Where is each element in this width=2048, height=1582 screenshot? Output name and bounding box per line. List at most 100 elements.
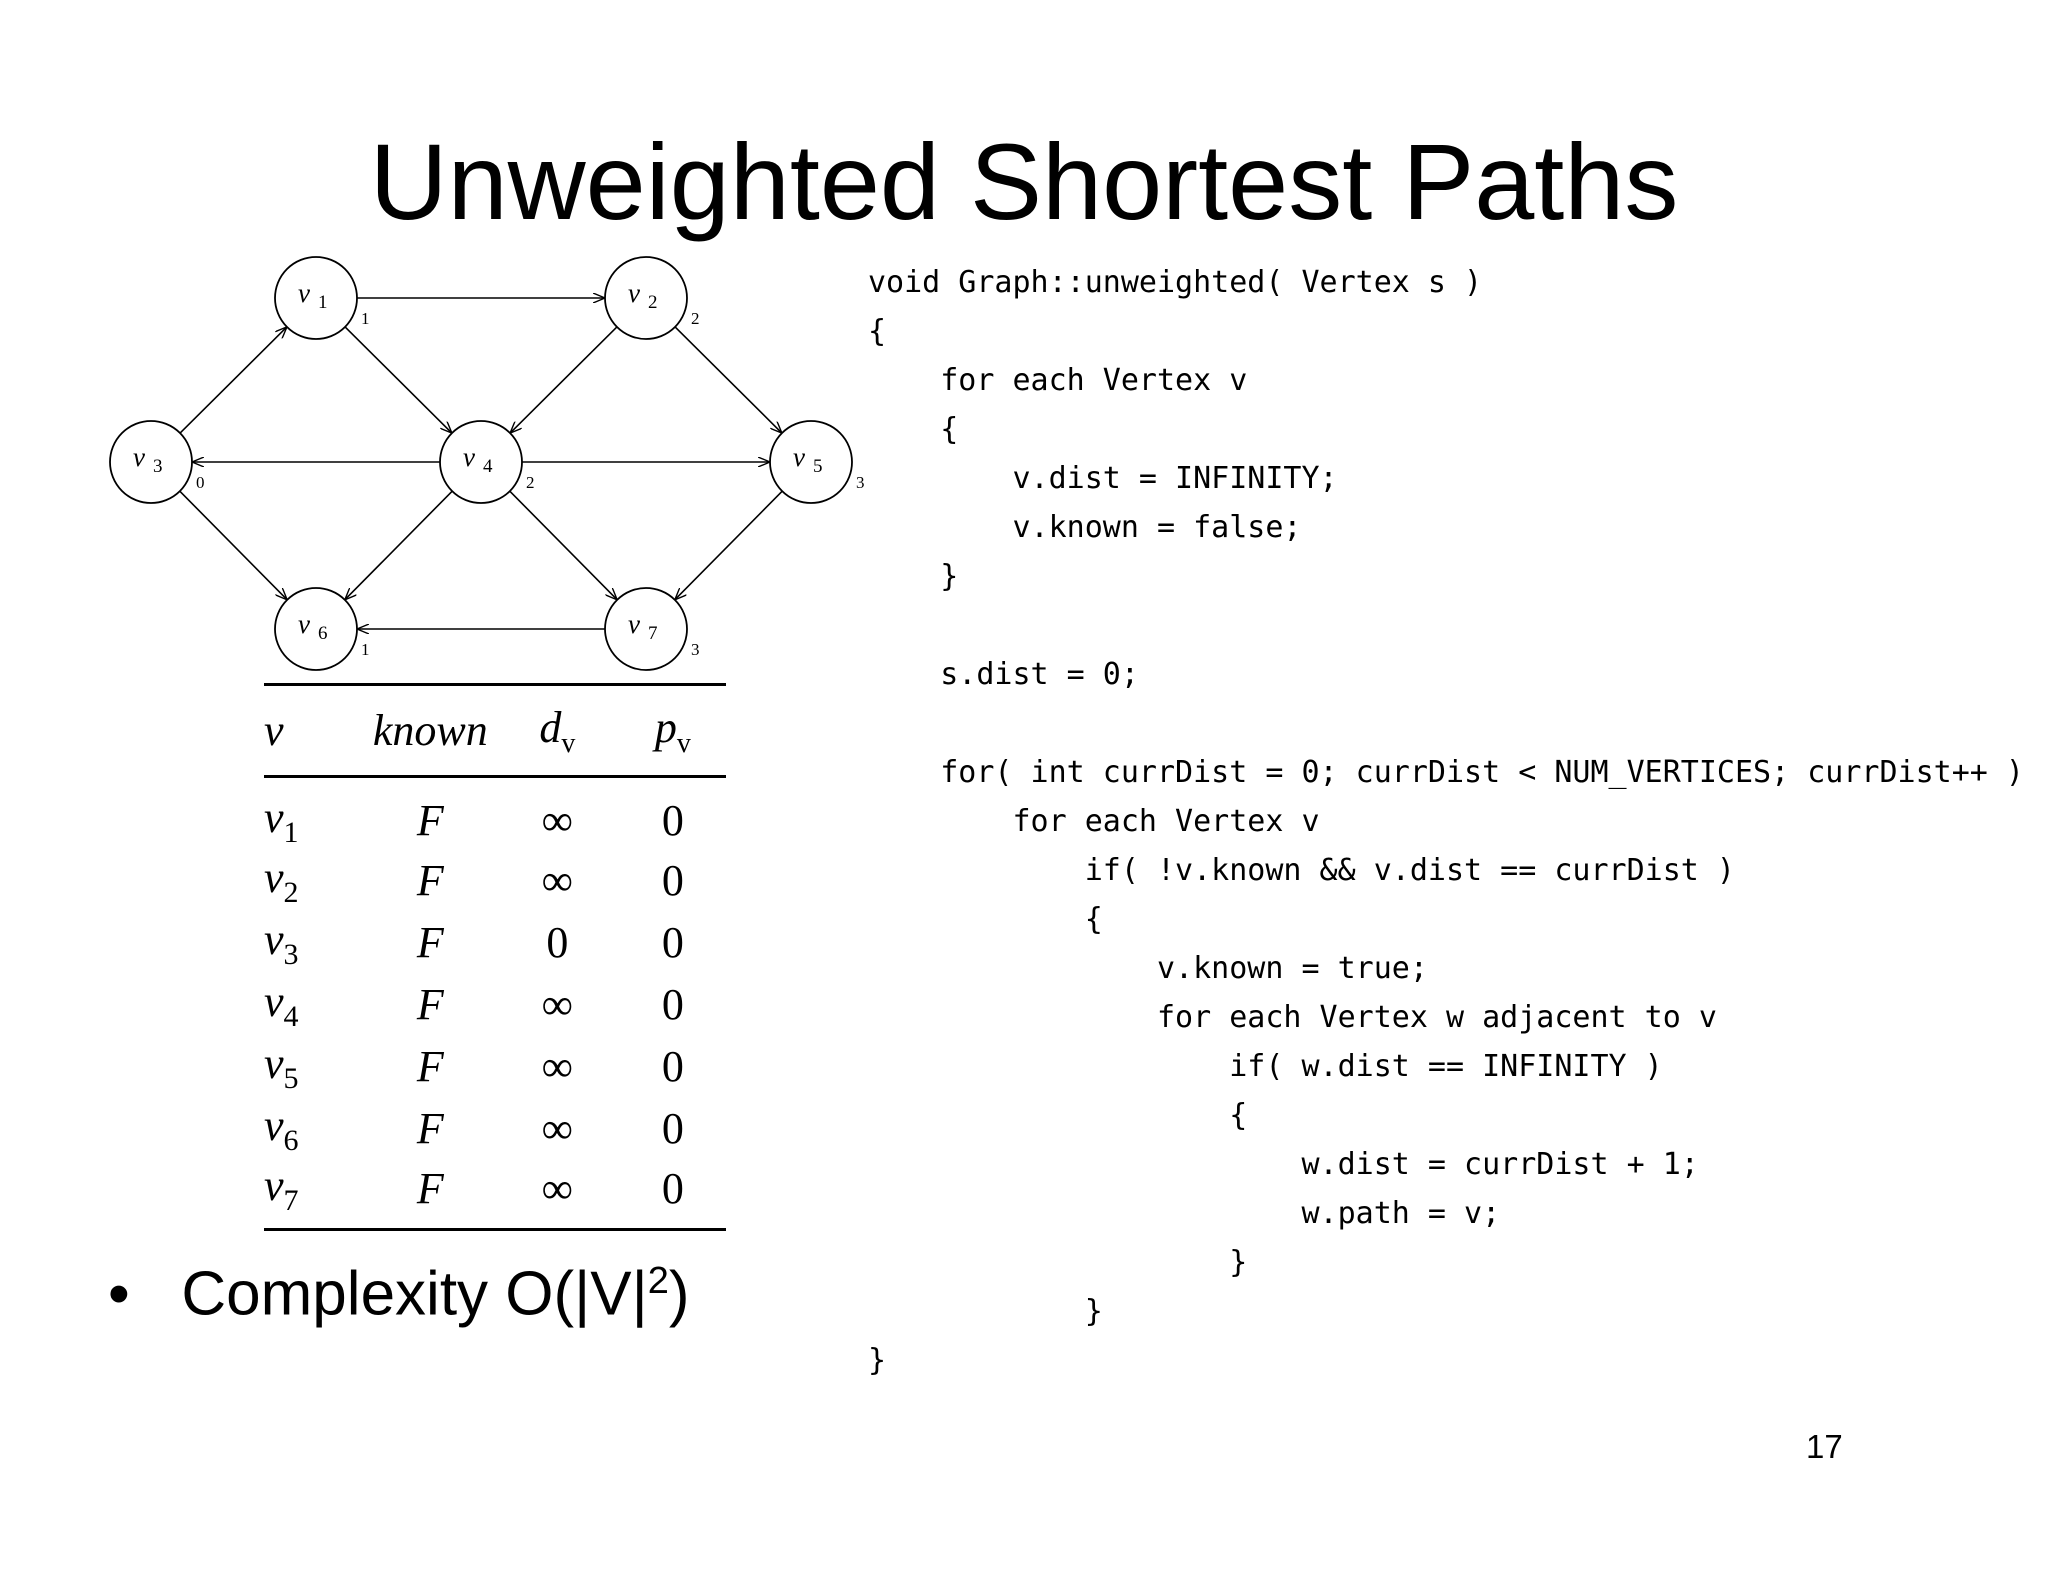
code-line: { <box>868 314 887 349</box>
complexity-text: Complexity O(|V| <box>181 1259 648 1329</box>
edge-v4-v7 <box>509 490 617 599</box>
table-row: v7 F ∞ 0 <box>264 1160 726 1229</box>
edge-v3-v6 <box>179 490 287 599</box>
code-line: } <box>868 559 959 594</box>
vertex-label: v <box>133 442 145 472</box>
cell-dv: ∞ <box>541 856 574 906</box>
vertex-distance: 3 <box>856 473 865 492</box>
table-row: v5 F ∞ 0 <box>264 1036 726 1098</box>
header-v: v <box>264 706 284 755</box>
header-pv-sub: v <box>676 727 691 759</box>
cell-dv: ∞ <box>541 980 574 1030</box>
slide-title: Unweighted Shortest Paths <box>369 121 1679 242</box>
vertex-label: v <box>298 278 310 308</box>
header-dv-label: d <box>539 702 562 752</box>
code-line: } <box>868 1343 887 1378</box>
cell-dv: ∞ <box>541 1164 574 1214</box>
vertex-label: v <box>793 442 805 472</box>
cell-pv: 0 <box>661 1042 684 1092</box>
code-line: void Graph::unweighted( Vertex s ) <box>868 265 1483 300</box>
cell-known: F <box>416 1104 444 1154</box>
table-row: v2 F ∞ 0 <box>264 850 726 912</box>
cell-known: F <box>416 1164 444 1214</box>
edge-v4-v6 <box>346 490 453 599</box>
vertex-sub: 7 <box>283 1183 299 1217</box>
header-dv: dv <box>495 685 620 777</box>
code-line: for each Vertex w adjacent to v <box>868 1000 1717 1035</box>
vertex-circle <box>604 256 688 340</box>
edge-v1-v4 <box>344 326 451 432</box>
vertex-distance: 0 <box>196 473 205 492</box>
vertex-distance: 2 <box>691 309 700 328</box>
vertex-distance: 1 <box>361 309 370 328</box>
vertex-subscript: 5 <box>813 456 823 477</box>
code-line: v.known = true; <box>868 951 1428 986</box>
cell-vertex: v7 <box>264 1160 366 1229</box>
table-row: v3 F 0 0 <box>264 912 726 974</box>
code-line: for( int currDist = 0; currDist < NUM_VE… <box>868 755 2024 790</box>
vertex-table: v known dv pv v1 F ∞ 0 v2 F ∞ 0 v3 F 0 0… <box>264 683 726 1231</box>
vertex-subscript: 2 <box>648 292 658 313</box>
complexity-close: ) <box>668 1259 690 1329</box>
cell-pv: 0 <box>661 1164 684 1214</box>
code-line: } <box>868 1294 1103 1329</box>
code-line: { <box>868 412 959 447</box>
vertex-distance: 2 <box>526 473 535 492</box>
vertex-sub: 4 <box>283 999 299 1033</box>
vertex-circle <box>274 256 358 340</box>
cell-known: F <box>416 796 444 846</box>
edge-v5-v7 <box>676 490 783 599</box>
code-line: v.dist = INFINITY; <box>868 461 1338 496</box>
vertex-circle <box>439 420 523 504</box>
table-row: v6 F ∞ 0 <box>264 1098 726 1160</box>
code-line: { <box>868 902 1103 937</box>
code-line: for each Vertex v <box>868 363 1248 398</box>
code-line: if( !v.known && v.dist == currDist ) <box>868 853 1735 888</box>
cell-dv: ∞ <box>541 796 574 846</box>
cell-known: F <box>416 856 444 906</box>
cell-vertex: v5 <box>264 1036 366 1098</box>
vertex-sub: 5 <box>283 1061 299 1095</box>
vertex-label: v <box>628 278 640 308</box>
vertex-name: v <box>264 852 284 902</box>
vertex-subscript: 4 <box>483 456 493 477</box>
vertex-distance: 3 <box>691 640 700 659</box>
vertex-name: v <box>264 914 284 964</box>
cell-pv: 0 <box>661 856 684 906</box>
code-line: } <box>868 1245 1248 1280</box>
table-header-row: v known dv pv <box>264 684 726 777</box>
header-pv-label: p <box>654 702 677 752</box>
vertex-sub: 1 <box>283 815 299 849</box>
cell-dv: ∞ <box>541 1042 574 1092</box>
edge-v2-v5 <box>674 326 781 432</box>
vertex-label: v <box>628 609 640 639</box>
vertex-subscript: 6 <box>318 623 328 644</box>
vertex-name: v <box>264 1038 284 1088</box>
vertex-label: v <box>298 609 310 639</box>
vertex-sub: 2 <box>283 875 299 909</box>
table-row: v1 F ∞ 0 <box>264 777 726 850</box>
cell-dv: ∞ <box>541 1104 574 1154</box>
edge-v2-v4 <box>511 326 618 432</box>
cell-known: F <box>416 980 444 1030</box>
header-known: known <box>372 706 488 755</box>
code-line <box>868 699 2024 748</box>
bullet-marker: • <box>108 1259 130 1329</box>
complexity-exponent: 2 <box>647 1260 669 1302</box>
vertex-name: v <box>264 793 284 842</box>
code-line: { <box>868 1098 1248 1133</box>
page-number: 17 <box>1806 1428 1843 1465</box>
vertex-name: v <box>264 1100 284 1150</box>
code-line: w.dist = currDist + 1; <box>868 1147 1699 1182</box>
vertex-sub: 6 <box>283 1123 299 1157</box>
cell-pv: 0 <box>661 980 684 1030</box>
vertex-circle <box>769 420 853 504</box>
cell-known: F <box>416 918 444 968</box>
